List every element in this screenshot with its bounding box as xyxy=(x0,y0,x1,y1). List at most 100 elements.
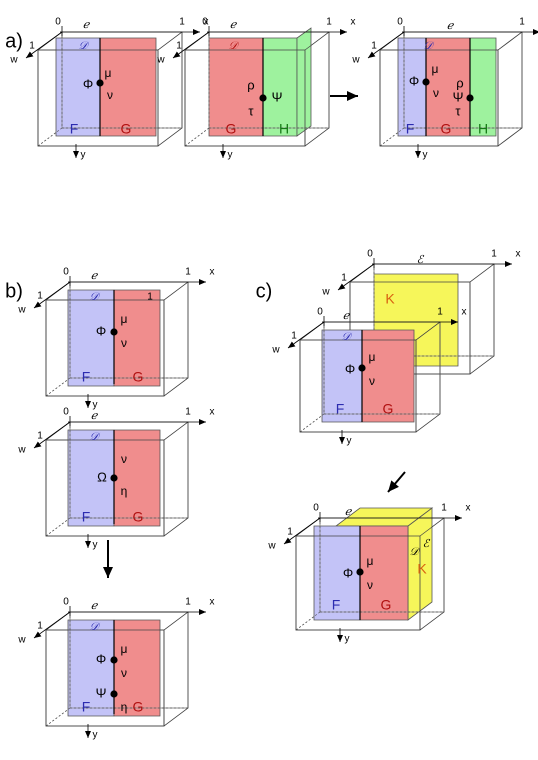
w-one-label: 1 xyxy=(341,273,347,284)
w-axis-label: w xyxy=(267,541,276,552)
edge-line xyxy=(304,31,330,51)
region-G-label: G xyxy=(441,121,452,137)
axis-one-label: 1 xyxy=(185,597,191,608)
axis-one-label: 1 xyxy=(441,503,447,514)
junction-dot xyxy=(358,364,366,372)
face-e-label: ℯ xyxy=(447,19,455,32)
axis-zero-label: 0 xyxy=(63,267,69,278)
psi-label: Ψ xyxy=(272,89,283,104)
nu-label: ν xyxy=(121,666,127,680)
region-F xyxy=(67,429,115,527)
y-axis-label: y xyxy=(93,540,98,551)
x-axis-label: x xyxy=(210,597,215,608)
w-one-label: 1 xyxy=(37,291,43,302)
region-K-label: K xyxy=(417,561,427,577)
psi-label: Ψ xyxy=(96,685,107,700)
phi-label: Φ xyxy=(343,565,353,580)
region-G-label: G xyxy=(226,121,237,137)
w-one-label: 1 xyxy=(291,331,297,342)
face-D-label: 𝒟 xyxy=(229,39,240,52)
cube-front-face xyxy=(379,49,499,147)
phi-label: Φ xyxy=(83,76,93,91)
junction-dot xyxy=(110,656,118,664)
w-axis xyxy=(337,263,375,291)
junction-dot xyxy=(110,690,118,698)
face-D-label: 𝒟 xyxy=(90,290,101,303)
arrow-b-result xyxy=(103,540,113,578)
hidden-edge xyxy=(45,517,71,537)
cube-front-face xyxy=(45,299,165,397)
w-axis-label: w xyxy=(17,305,26,316)
axis-one-label: 1 xyxy=(185,407,191,418)
face-e-label: ℯ xyxy=(83,18,91,31)
edge-line xyxy=(415,321,441,341)
cube-front-face xyxy=(37,49,159,147)
hidden-edge xyxy=(45,377,71,397)
axis-zero-label: 0 xyxy=(317,307,323,318)
cube-a3: 01x1w𝒟ℯΦμνρΨτFGHy xyxy=(351,17,538,161)
region-G-label: G xyxy=(133,699,144,715)
mu-label: μ xyxy=(121,642,128,656)
hidden-edge xyxy=(45,707,71,727)
nu-label: ν xyxy=(367,578,373,592)
edge-line xyxy=(163,611,189,631)
y-axis-label: y xyxy=(345,634,350,645)
axis-one-label: 1 xyxy=(491,249,497,260)
w-axis xyxy=(367,31,405,59)
region-G-label: G xyxy=(133,369,144,385)
region-H-label: H xyxy=(478,121,488,137)
face-E-label: ℰ xyxy=(417,253,425,266)
phi-label: Φ xyxy=(345,361,355,376)
w-axis-label: w xyxy=(156,55,165,66)
face-D-label: 𝒟 xyxy=(79,39,90,52)
w-one-label: 1 xyxy=(29,41,35,52)
face-e-label: ℯ xyxy=(91,599,99,612)
nu-label: ν xyxy=(121,452,127,466)
edge-line xyxy=(497,31,523,51)
tau-label: τ xyxy=(455,103,461,118)
inner-one-label: 1 xyxy=(147,292,153,303)
cube-front-face xyxy=(299,339,417,433)
region-H-label: H xyxy=(279,121,289,137)
x-axis-label: x xyxy=(516,249,521,260)
junction-dot xyxy=(356,568,364,576)
w-axis xyxy=(33,281,71,309)
face-e-label: ℯ xyxy=(91,409,99,422)
face-E-label: ℰ xyxy=(423,537,431,550)
junction-dot xyxy=(422,78,430,86)
junction-dot xyxy=(259,94,267,102)
face-e-label: ℯ xyxy=(230,18,238,31)
region-F-label: F xyxy=(406,121,415,137)
phi-label: Φ xyxy=(409,73,419,88)
w-one-label: 1 xyxy=(176,41,182,52)
junction-dot xyxy=(96,79,104,87)
region-F-label: F xyxy=(70,121,79,137)
face-D-label: 𝒟 xyxy=(342,330,353,343)
face-D-label: 𝒟 xyxy=(90,430,101,443)
nu-label: ν xyxy=(107,88,113,102)
edge-line xyxy=(304,127,330,147)
phi-label: Φ xyxy=(96,323,106,338)
mu-label: μ xyxy=(369,350,376,364)
w-axis xyxy=(172,31,210,59)
hidden-edge xyxy=(299,413,325,433)
edge-line xyxy=(163,517,189,537)
face-e-label: ℯ xyxy=(91,269,99,282)
region-H-side xyxy=(296,27,312,137)
y-axis-label: y xyxy=(423,150,428,161)
region-F xyxy=(67,289,115,387)
x-axis-label: x xyxy=(351,17,356,28)
axis-one-label: 1 xyxy=(437,307,443,318)
w-one-label: 1 xyxy=(287,527,293,538)
nu-label: ν xyxy=(433,86,439,100)
cube-front-face xyxy=(295,535,421,631)
w-axis xyxy=(283,517,321,545)
junction-dot xyxy=(466,94,474,102)
region-K-label: K xyxy=(385,291,395,307)
w-axis-label: w xyxy=(9,55,18,66)
y-axis-label: y xyxy=(81,150,86,161)
w-axis xyxy=(25,31,63,59)
w-axis-label: w xyxy=(351,55,360,66)
